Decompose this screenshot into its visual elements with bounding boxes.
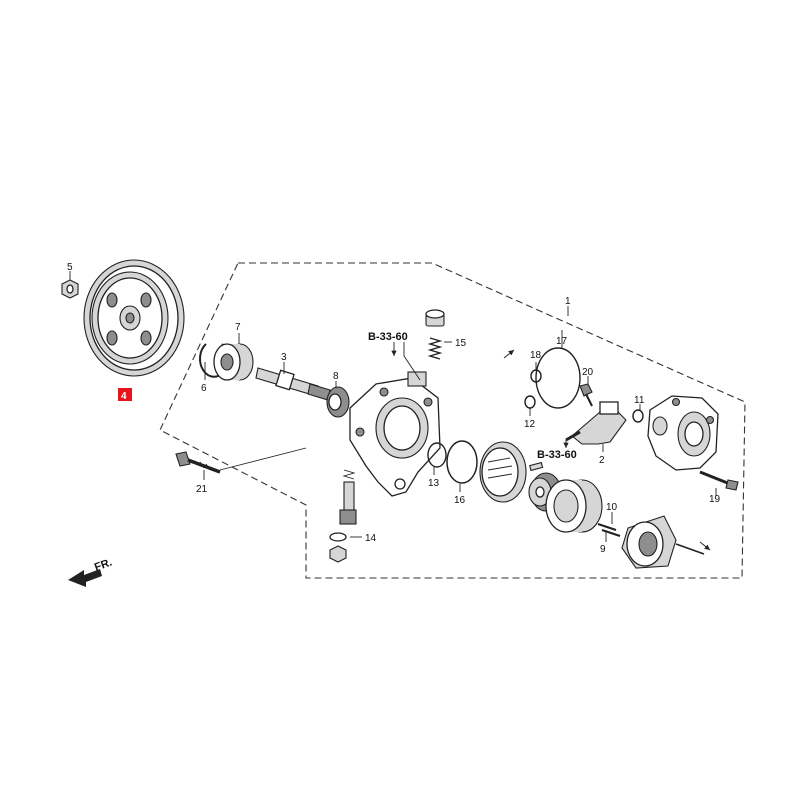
ref-top-leader — [403, 355, 421, 381]
callout-4: 4 — [121, 391, 127, 402]
front-direction-indicator: FR. — [68, 556, 114, 587]
rear-cover[interactable] — [621, 515, 677, 569]
side-plate[interactable] — [479, 441, 527, 503]
callout-8: 8 — [333, 371, 339, 382]
rear-pump-body[interactable] — [647, 395, 719, 471]
callout-16: 16 — [454, 495, 466, 506]
front-label: FR. — [93, 556, 114, 573]
direction-arrow-right — [699, 541, 711, 551]
bolt-20[interactable] — [579, 383, 593, 407]
reference-code-top[interactable]: B-33-60 — [368, 331, 408, 343]
pump-housing[interactable] — [349, 371, 441, 497]
assembly-boundary — [159, 262, 746, 579]
shaft[interactable] — [255, 367, 331, 401]
callout-5: 5 — [67, 262, 73, 273]
bearing[interactable] — [213, 343, 254, 381]
callout-17: 17 — [556, 336, 568, 347]
reference-code-mid[interactable]: B-33-60 — [537, 449, 577, 461]
callout-20: 20 — [582, 367, 594, 378]
callout-19: 19 — [709, 494, 721, 505]
callout-1: 1 — [565, 296, 571, 307]
callout-6: 6 — [201, 383, 207, 394]
callout-11: 11 — [634, 395, 645, 406]
bolt-21[interactable] — [175, 451, 221, 474]
callout-10: 10 — [606, 502, 618, 513]
flow-valve[interactable] — [329, 469, 357, 563]
callout-9: 9 — [600, 544, 606, 555]
pulley-nut[interactable] — [61, 279, 79, 299]
callout-14: 14 — [365, 533, 377, 544]
pressure-cap[interactable] — [425, 309, 445, 360]
washer-11[interactable] — [632, 409, 644, 423]
cam-ring[interactable] — [545, 479, 603, 533]
bolt-21-guide — [219, 447, 307, 471]
callout-21: 21 — [196, 484, 208, 495]
callout-13: 13 — [428, 478, 440, 489]
direction-arrow-left — [503, 349, 515, 359]
callout-3: 3 — [281, 352, 287, 363]
o-ring-13[interactable] — [427, 442, 447, 468]
oil-seal[interactable] — [326, 386, 350, 418]
dowel-pins[interactable] — [597, 523, 621, 537]
callout-2: 2 — [599, 455, 605, 466]
callout-12: 12 — [524, 419, 536, 430]
bolt-19[interactable] — [699, 470, 739, 491]
pulley[interactable] — [83, 259, 185, 377]
rear-pin[interactable] — [675, 543, 705, 555]
highlight-box-4[interactable] — [118, 388, 132, 401]
o-ring-16[interactable] — [446, 440, 478, 484]
callout-7: 7 — [235, 322, 241, 333]
o-ring-12[interactable] — [524, 395, 536, 409]
callout-15: 15 — [455, 338, 467, 349]
callout-18: 18 — [530, 350, 542, 361]
outlet-pipe[interactable] — [565, 401, 627, 445]
rotor[interactable] — [528, 461, 562, 512]
o-ring-17[interactable] — [535, 347, 581, 409]
